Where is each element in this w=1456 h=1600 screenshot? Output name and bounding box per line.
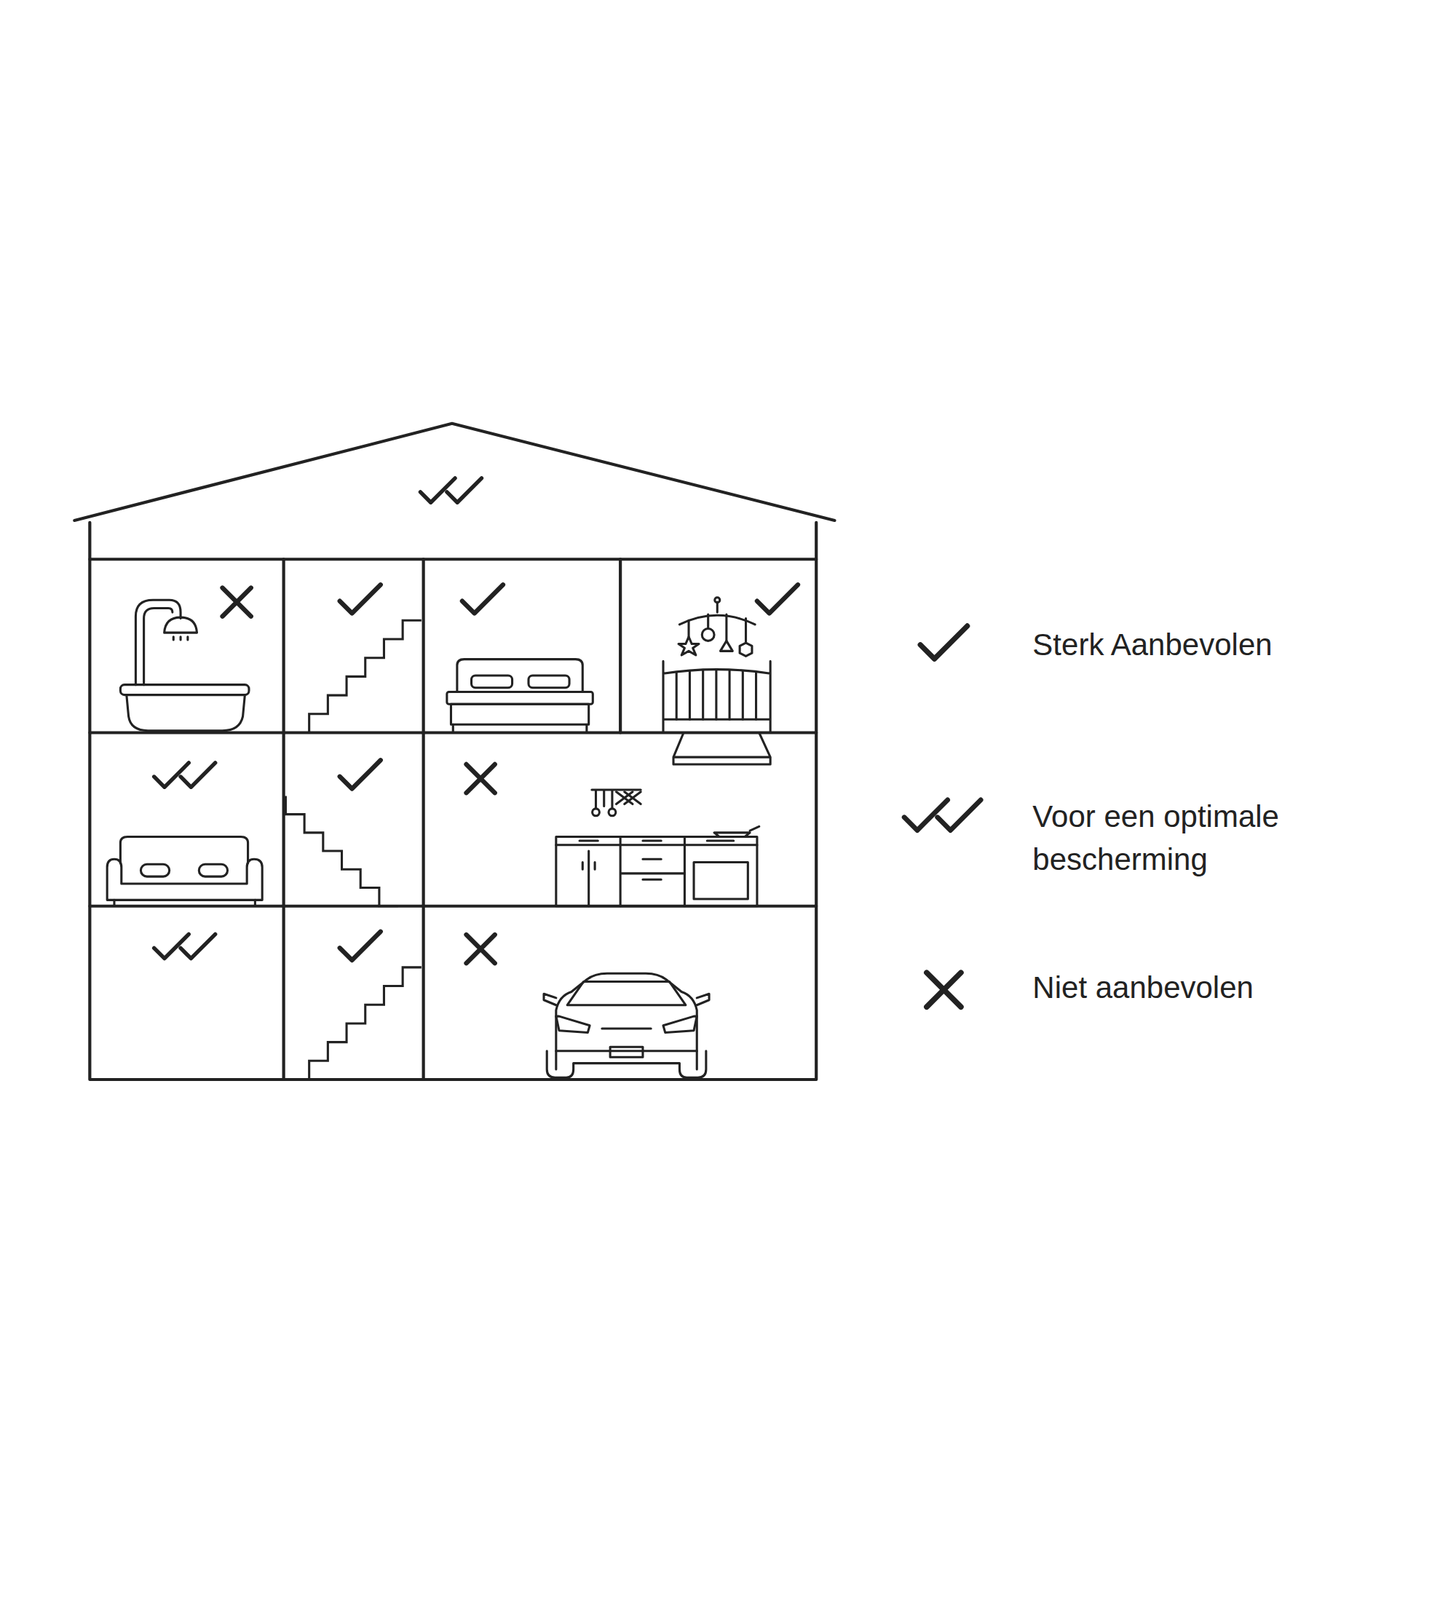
legend-check xyxy=(920,626,967,659)
stairs-icon xyxy=(285,795,398,906)
cross-mark xyxy=(222,587,252,616)
legend-label: Sterk Aanbevolen xyxy=(1032,623,1440,667)
bed-icon xyxy=(446,659,593,733)
sofa-icon xyxy=(107,836,263,905)
recommendation-marks xyxy=(154,478,798,964)
legend-double-check xyxy=(904,800,981,831)
roof-line xyxy=(74,423,835,521)
house-walls xyxy=(89,522,817,1080)
legend-cross xyxy=(926,972,961,1007)
cross-mark xyxy=(466,764,496,793)
double-check-mark xyxy=(154,934,216,959)
baby-mobile-icon xyxy=(678,597,755,657)
double-check-mark xyxy=(154,762,216,787)
car-icon xyxy=(543,973,710,1078)
stairs-icons xyxy=(285,620,421,1080)
check-mark xyxy=(339,931,381,961)
bathtub-icon xyxy=(120,599,249,731)
stairs-icon xyxy=(309,967,422,1080)
floor-lines xyxy=(89,559,817,907)
legend-label: Niet aanbevolen xyxy=(1032,966,1440,1010)
legend-label: Voor een optimale bescherming xyxy=(1032,794,1440,881)
cross-mark xyxy=(466,934,496,964)
check-mark xyxy=(462,584,504,613)
check-mark xyxy=(757,584,798,613)
double-check-mark xyxy=(420,478,482,503)
stairs-icon xyxy=(309,620,422,733)
range-hood-icon xyxy=(673,732,771,764)
legend-symbols xyxy=(904,626,981,1007)
check-mark xyxy=(339,760,381,789)
crib-icon xyxy=(663,661,771,733)
kitchen-icon xyxy=(556,789,760,907)
check-mark xyxy=(339,584,381,613)
